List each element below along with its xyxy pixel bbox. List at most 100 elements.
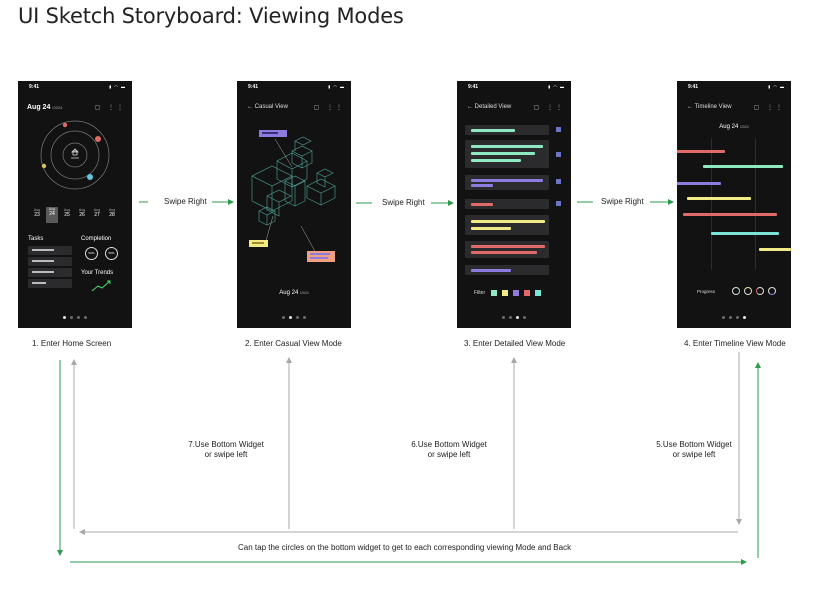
filter-swatch-yellow[interactable] — [502, 290, 508, 296]
casual-tag-pink[interactable] — [307, 251, 335, 262]
checkbox[interactable] — [556, 201, 561, 206]
swipe-right-label: Swipe Right — [382, 198, 425, 207]
status-time: 9:41 — [248, 84, 259, 90]
isometric-blocks-illustration — [251, 136, 336, 256]
checkbox[interactable] — [556, 152, 561, 157]
timeline-header-icons[interactable]: ▢ ⋮⋮ — [753, 105, 785, 111]
timeline-year-text: /2024 — [739, 125, 749, 129]
filter-swatch-pink[interactable] — [524, 290, 530, 296]
completion-ring: 50% — [85, 247, 98, 260]
casual-date: Aug 24 /2024 — [237, 290, 351, 296]
page-indicator[interactable] — [457, 316, 571, 319]
casual-header-icons[interactable]: ▢ ⋮⋮ — [313, 105, 345, 111]
progress-ring[interactable] — [732, 287, 740, 295]
detailed-view-screen[interactable]: 9:41 ▮ ◠ ▬ ← Detailed View ▢ ⋮⋮ Filter — [457, 81, 571, 328]
detail-card[interactable] — [465, 215, 549, 235]
filter-label: Filter — [474, 290, 486, 296]
detail-card[interactable] — [465, 199, 549, 209]
page-indicator[interactable] — [677, 316, 791, 319]
status-icons: ▮ ◠ ▬ — [109, 84, 126, 89]
checkbox[interactable] — [556, 179, 561, 184]
task-item[interactable] — [28, 268, 72, 277]
detailed-view-title[interactable]: ← Detailed View — [467, 104, 512, 110]
progress-ring[interactable] — [756, 287, 764, 295]
timeline-date: Aug 24 /2024 — [677, 124, 791, 130]
detail-card[interactable] — [465, 175, 549, 190]
orbit-dot-pink-large — [95, 136, 101, 142]
status-icons: ▮ ◠ ▬ — [548, 84, 565, 89]
timeline-grid-line — [711, 138, 712, 270]
trends-label: Your Trends — [81, 270, 114, 276]
detail-card[interactable] — [465, 265, 549, 275]
orbit-dot-pink — [62, 122, 68, 128]
timeline-bar[interactable] — [711, 232, 779, 235]
step-2-label: 2. Enter Casual View Mode — [245, 339, 342, 348]
home-date-text: Aug 24 — [27, 104, 51, 111]
casual-tag-purple[interactable] — [259, 130, 287, 137]
home-year-text: /2024 — [52, 105, 63, 110]
casual-view-screen[interactable]: 9:41 ▮ ◠ ▬ ← Casual View ▢ ⋮⋮ Aug 24 /20… — [237, 81, 351, 328]
filter-swatch-purple[interactable] — [513, 290, 519, 296]
step-3-label: 3. Enter Detailed View Mode — [464, 339, 566, 348]
status-time: 9:41 — [468, 84, 479, 90]
timeline-bar[interactable] — [703, 165, 783, 168]
timeline-view-screen[interactable]: 9:41 ▮ ◠ ▬ ← Timeline View ▢ ⋮⋮ Aug 24 /… — [677, 81, 791, 328]
filter-swatch-mint[interactable] — [491, 290, 497, 296]
timeline-bar[interactable] — [677, 150, 725, 153]
swipe-right-label: Swipe Right — [164, 197, 207, 206]
center-icon — [71, 148, 79, 159]
step-4-label: 4. Enter Timeline View Mode — [684, 339, 786, 348]
trend-arrow-icon — [91, 280, 111, 292]
step-1-label: 1. Enter Home Screen — [32, 339, 112, 348]
completion-ring: 50% — [105, 247, 118, 260]
detail-card[interactable] — [465, 125, 549, 135]
page-title: UI Sketch Storyboard: Viewing Modes — [18, 4, 404, 28]
task-item[interactable] — [28, 257, 72, 266]
page-indicator[interactable] — [18, 316, 132, 319]
casual-year-text: /2024 — [299, 291, 309, 295]
page-indicator[interactable] — [237, 316, 351, 319]
status-time: 9:41 — [29, 84, 40, 90]
bottom-widget-note: Can tap the circles on the bottom widget… — [238, 543, 572, 552]
casual-date-text: Aug 24 — [279, 290, 299, 296]
detail-card[interactable] — [465, 140, 549, 168]
completion-label: Completion — [81, 236, 112, 242]
casual-tag-yellow[interactable] — [249, 240, 268, 247]
timeline-bar[interactable] — [677, 182, 721, 185]
timeline-bar[interactable] — [683, 213, 777, 216]
filter-swatch-cyan[interactable] — [535, 290, 541, 296]
status-icons: ▮ ◠ ▬ — [328, 84, 345, 89]
timeline-bar[interactable] — [759, 248, 791, 251]
timeline-bar[interactable] — [687, 197, 751, 200]
home-header-icons[interactable]: ▢ ⋮⋮ — [94, 105, 126, 111]
progress-ring[interactable] — [768, 287, 776, 295]
swipe-right-label: Swipe Right — [601, 197, 644, 206]
progress-label: Progress — [697, 289, 716, 294]
timeline-view-title[interactable]: ← Timeline View — [687, 104, 732, 110]
timeline-grid-line — [755, 138, 756, 270]
detailed-header-icons[interactable]: ▢ ⋮⋮ — [533, 105, 565, 111]
checkbox[interactable] — [556, 127, 561, 132]
status-icons: ▮ ◠ ▬ — [768, 84, 785, 89]
orbit-dot-cyan — [87, 174, 93, 180]
detail-card[interactable] — [465, 241, 549, 258]
orbit-dot-yellow — [41, 163, 47, 169]
task-item[interactable] — [28, 246, 72, 255]
progress-ring[interactable] — [744, 287, 752, 295]
orbit-diagram — [40, 120, 110, 190]
casual-view-title[interactable]: ← Casual View — [247, 104, 288, 110]
tasks-label: Tasks — [28, 236, 44, 242]
home-date: Aug 24 /2024 — [27, 104, 62, 111]
task-item[interactable] — [28, 279, 72, 288]
